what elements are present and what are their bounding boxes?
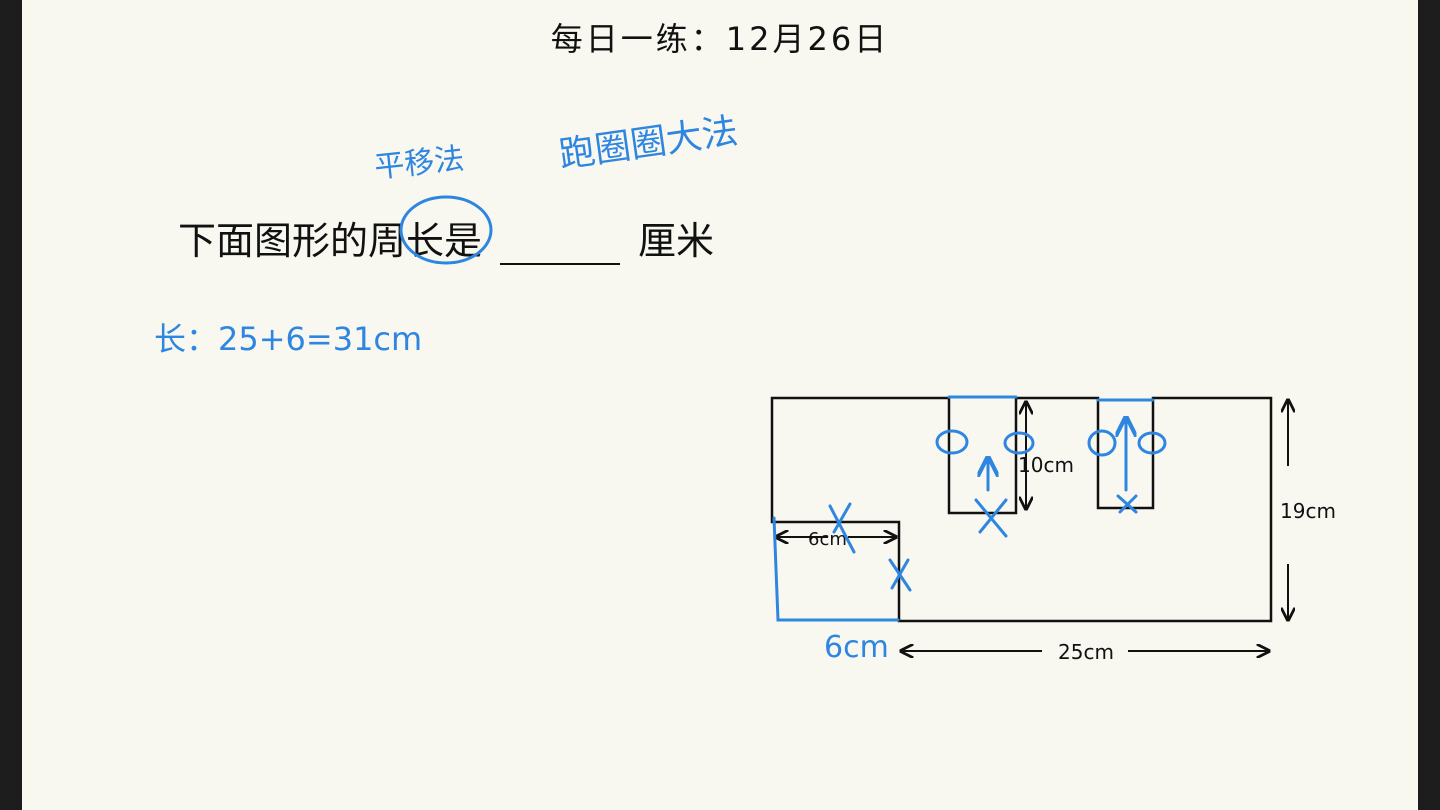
blue-cross-3 bbox=[828, 502, 856, 554]
question-highlight: 周长 bbox=[368, 219, 445, 263]
answer-blank[interactable] bbox=[500, 221, 621, 265]
step-width-label: 6cm bbox=[808, 529, 847, 550]
bottom-width-label: 25cm bbox=[1058, 640, 1114, 664]
blue-translated-edge bbox=[772, 516, 900, 622]
slot-height-label: 10cm bbox=[1018, 453, 1074, 477]
blue-circle-3 bbox=[1087, 429, 1117, 457]
question-prefix: 下面图形的 bbox=[178, 219, 369, 263]
blue-circle-2 bbox=[1003, 431, 1035, 455]
blue-cross-1 bbox=[974, 498, 1008, 538]
worksheet-page: 每日一练：12月26日 平移法 跑圈圈大法 下面图形的周长是厘米 长：25+6=… bbox=[22, 0, 1418, 810]
total-height-label: 19cm bbox=[1280, 499, 1336, 523]
blue-cross-2 bbox=[1116, 494, 1138, 514]
blue-circle-1 bbox=[935, 429, 969, 455]
blue-markings bbox=[772, 395, 1167, 622]
blue-cross-4 bbox=[888, 558, 912, 592]
question-text: 下面图形的周长是厘米 bbox=[178, 210, 714, 265]
page-title: 每日一练：12月26日 bbox=[550, 20, 890, 58]
annotation-length-calc: 长：25+6=31cm bbox=[154, 320, 423, 358]
blue-circle-4 bbox=[1137, 431, 1167, 455]
shape-outline bbox=[770, 396, 1273, 623]
perimeter-diagram: 10cm 6cm 19cm 25cm bbox=[399, 195, 1336, 664]
annotation-left-width: 6cm bbox=[824, 630, 889, 665]
highlight-circle bbox=[399, 195, 493, 265]
question-suffix: 厘米 bbox=[638, 219, 715, 263]
